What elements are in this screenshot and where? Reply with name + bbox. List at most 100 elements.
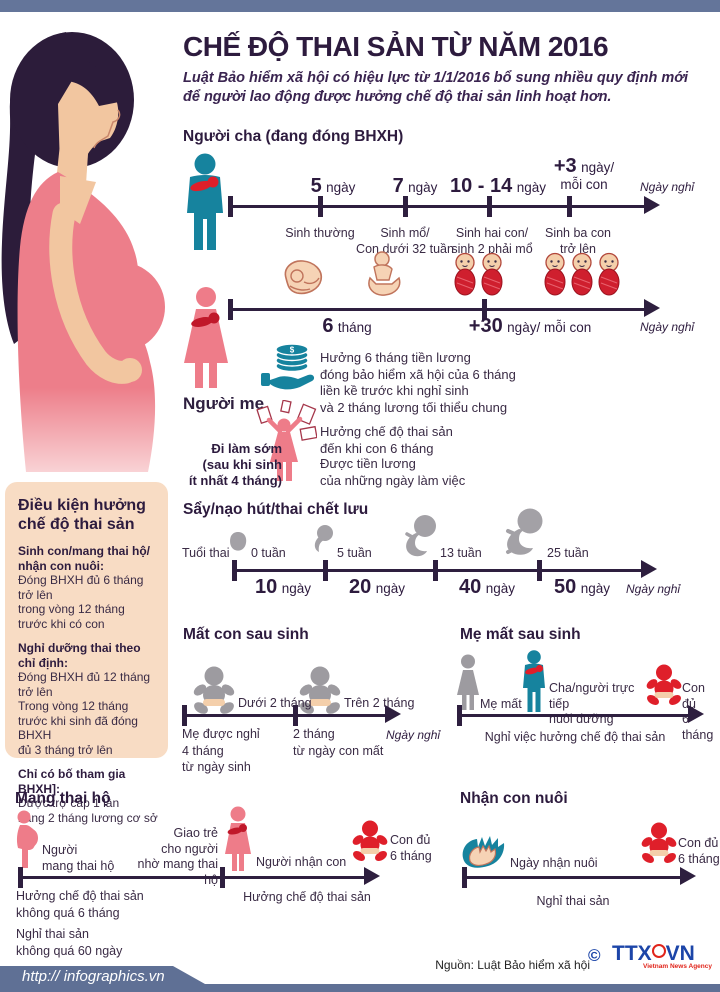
fetus-25-weeks-icon	[506, 508, 543, 555]
adoption-start-label: Ngày nhận nuôi	[510, 856, 598, 870]
father-tick-start	[228, 196, 233, 217]
surrogacy-timeline-line	[18, 876, 368, 879]
mother-duration-1-num: 6	[322, 315, 334, 337]
father-duration-1: 5 ngày	[283, 175, 383, 198]
held-newborn-icon	[368, 251, 401, 296]
mother-duration-2-num: +30	[468, 315, 503, 337]
mother-holding-baby-icon	[184, 287, 228, 388]
father-duration-3-unit: ngày	[516, 180, 546, 195]
conditions-item-1-body: Đóng BHXH đủ 6 tháng trở lên trong vòng …	[18, 573, 144, 631]
mother-dies-timeline-arrow	[688, 705, 704, 723]
website-url-link[interactable]: http:// infographics.vn	[22, 968, 165, 985]
father-timeline-line	[228, 205, 648, 208]
miscarriage-duration-3-unit: ngày	[485, 581, 515, 596]
pregnant-woman-illustration	[1, 32, 165, 472]
lost-child-case-1-label: Dưới 2 tháng	[238, 696, 312, 710]
mother-duration-2: +30 ngày/ mỗi con	[450, 315, 610, 338]
father-case-2: Sinh mổ/ Con dưới 32 tuần	[356, 226, 454, 256]
page-title: CHẾ ĐỘ THAI SẢN TỪ NĂM 2016	[183, 31, 609, 62]
mother-duration-1: 6 tháng	[292, 315, 402, 338]
adoption-timeline-arrow	[680, 867, 696, 885]
father-tick-3	[487, 196, 492, 217]
mother-tick-start	[228, 299, 233, 320]
ttxvn-logo-text: TTX	[612, 942, 652, 965]
father-duration-2-unit: ngày	[408, 180, 438, 195]
father-duration-4-unit: ngày/	[581, 160, 615, 175]
adoption-timeline-line	[462, 876, 684, 879]
father-duration-3-num: 10 - 14	[450, 175, 513, 197]
lost-child-tick-1	[182, 705, 187, 726]
mother-timeline-line	[228, 308, 648, 311]
infant-gray-icon-2	[299, 666, 341, 714]
triplet-babies-icon	[543, 252, 623, 296]
svg-text:$: $	[290, 346, 295, 355]
miscarriage-duration-1-unit: ngày	[281, 581, 311, 596]
adoption-hands-icon	[462, 836, 505, 868]
lost-child-tick-2	[293, 705, 298, 726]
miscarriage-duration-2-num: 20	[349, 576, 372, 598]
mother-dies-section-heading: Mẹ mất sau sinh	[460, 626, 581, 643]
surrogate-mother-icon	[16, 810, 38, 868]
mother-dies-tick-1	[457, 705, 462, 726]
mother-duration-1-unit: tháng	[337, 320, 372, 335]
miscarriage-duration-1: 10 ngày	[233, 576, 333, 599]
mother-dies-father-label: Cha/người trực tiếp nuôi dưỡng	[549, 681, 635, 726]
week-label-3: 13 tuần	[440, 546, 482, 560]
father-tick-1	[318, 196, 323, 217]
copyright-icon: ©	[588, 946, 601, 965]
miscarriage-timeline-arrow	[641, 560, 657, 578]
adoption-baby-label: Con đủ 6 tháng	[678, 836, 720, 866]
top-bar	[0, 0, 720, 12]
baby-red-icon-2	[352, 820, 388, 861]
mother-dies-note: Nghỉ việc hưởng chế độ thai sản	[484, 730, 666, 744]
twin-babies-icon	[453, 252, 505, 296]
gestational-age-label: Tuổi thai	[182, 546, 230, 560]
footer-bar	[0, 966, 720, 992]
miscarriage-duration-2-unit: ngày	[375, 581, 405, 596]
mother-rest-label: Ngày nghỉ	[640, 320, 695, 334]
surrogacy-handover-label: Giao trẻ cho người nhờ mang thai hộ	[137, 826, 218, 887]
father-duration-4-num: +3	[553, 155, 577, 177]
caregiver-father-icon	[523, 650, 545, 712]
fetus-13-weeks-icon	[405, 515, 436, 557]
miscarriage-duration-3: 40 ngày	[437, 576, 537, 599]
surrogacy-timeline-arrow	[364, 867, 380, 885]
adoption-tick-1	[462, 867, 467, 888]
miscarriage-tick-1	[232, 560, 237, 581]
surrogacy-section-heading: Mang thai hộ	[15, 790, 111, 807]
miscarriage-section-heading: Sẩy/nạo hút/thai chết lưu	[183, 501, 369, 518]
conditions-title: Điều kiện hưởng chế độ thai sản	[18, 497, 146, 533]
baby-red-icon-1	[646, 664, 682, 705]
conditions-item-3-head: Chỉ có bố tham gia BHXH]:	[18, 767, 126, 796]
receiving-mother-icon	[225, 806, 251, 871]
miscarriage-duration-3-num: 40	[459, 576, 482, 598]
lost-child-timeline-line	[182, 714, 388, 717]
surrogate-carrier-label: Người mang thai hộ	[42, 843, 115, 873]
lost-child-section-heading: Mất con sau sinh	[183, 626, 309, 643]
early-work-note-2: Được tiền lương của những ngày làm việc	[320, 456, 466, 488]
lost-child-case-2-label: Trên 2 tháng	[344, 696, 415, 710]
miscarriage-duration-2: 20 ngày	[327, 576, 427, 599]
mother-duration-2-unit: ngày/ mỗi con	[507, 320, 592, 335]
surrogacy-receiver-label: Người nhận con	[256, 855, 347, 869]
father-rest-label: Ngày nghỉ	[640, 180, 695, 194]
baby-red-icon-3	[641, 822, 677, 863]
surrogacy-receiver-note: Hưởng chế độ thai sản	[243, 890, 371, 904]
week-label-1: 0 tuần	[251, 546, 286, 560]
father-duration-4: +3 ngày/ mỗi con	[534, 155, 634, 193]
adoption-note: Nghỉ thai sản	[536, 894, 610, 908]
adoption-section-heading: Nhận con nuôi	[460, 790, 568, 807]
mother-timeline-arrow	[644, 299, 660, 317]
embryo-5-weeks-icon	[314, 525, 333, 552]
miscarriage-tick-2	[323, 560, 328, 581]
father-duration-1-unit: ngày	[326, 180, 356, 195]
father-timeline-arrow	[644, 196, 660, 214]
father-tick-4	[567, 196, 572, 217]
father-duration-2-num: 7	[392, 175, 404, 197]
father-duration-4-unit2: mỗi con	[560, 177, 608, 192]
surrogacy-carrier-note-1: Hưởng chế độ thai sản không quá 6 tháng	[16, 889, 144, 920]
conditions-item-2-head: Nghỉ dưỡng thai theo chỉ định:	[18, 641, 141, 670]
globe-icon	[651, 944, 666, 958]
infant-gray-icon-1	[193, 666, 235, 714]
